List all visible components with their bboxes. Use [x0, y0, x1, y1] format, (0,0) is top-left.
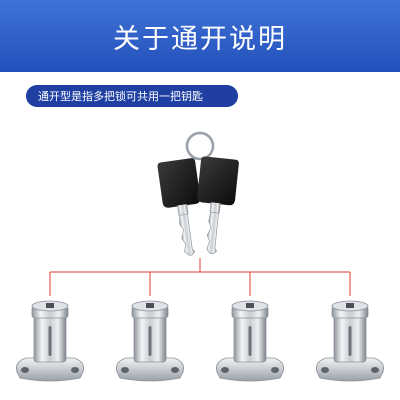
note-pill: 通开型是指多把锁可共用一把钥匙 [26, 85, 238, 107]
connector-lines [49, 258, 351, 296]
note-text: 通开型是指多把锁可共用一把钥匙 [38, 90, 203, 103]
key-pair-icon [157, 131, 239, 256]
header-banner: 关于通开说明 [0, 0, 400, 72]
drawer-lock-icon [315, 300, 385, 382]
page-title: 关于通开说明 [113, 23, 287, 55]
drawer-lock-icon [215, 300, 285, 382]
drawer-lock-icon [115, 300, 185, 382]
drawer-lock-icon [15, 300, 85, 382]
